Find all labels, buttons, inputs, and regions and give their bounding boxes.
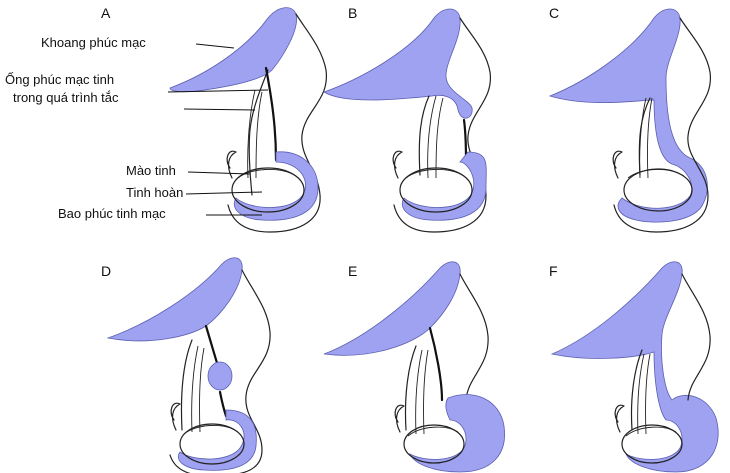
panel-f: F — [549, 261, 719, 473]
cord-outline-left — [404, 345, 417, 431]
processus-vaginalis-line — [264, 66, 278, 162]
epididymis-shape — [183, 425, 239, 435]
testis-shape — [621, 424, 683, 464]
testis-shape — [231, 167, 305, 213]
scrotum-outline — [613, 17, 711, 233]
label-processus-line1: Ống phúc mạc tinh — [5, 72, 114, 87]
processus-vaginalis-line — [462, 118, 468, 162]
testis-shape — [623, 168, 693, 212]
panel-c: C — [548, 5, 711, 233]
tail-curl — [170, 402, 181, 431]
testis-shape — [403, 424, 465, 464]
panel-letter-b: B — [348, 5, 357, 21]
cord-outline-left — [248, 69, 269, 196]
peritoneal-cavity-shape — [106, 257, 243, 342]
panel-letter-c: C — [549, 5, 559, 21]
label-tunica: Bao phúc tinh mạc — [58, 206, 166, 221]
panel-letter-d: D — [101, 263, 111, 279]
panel-letter-a: A — [101, 5, 111, 21]
epididymis-shape — [407, 426, 459, 437]
epididymis-shape — [625, 426, 677, 437]
panel-d: D — [101, 257, 271, 473]
panel-a: A — [101, 5, 327, 233]
vas-line-1 — [191, 345, 199, 433]
testis-shape — [399, 167, 473, 213]
tail-curl — [226, 150, 237, 179]
tunica-vaginalis-shape — [178, 409, 257, 471]
tail-curl — [612, 150, 623, 179]
label-peritoneal-cavity: Khoang phúc mạc — [41, 35, 146, 50]
vas-line-2 — [255, 91, 263, 179]
peritoneal-cavity-shape — [550, 261, 719, 473]
labels-group: Khoang phúc mạc Ống phúc mạc tinh trong … — [5, 35, 269, 221]
tunica-vaginalis-shape — [402, 151, 487, 221]
vas-line-2 — [645, 353, 651, 435]
cord-outline-left — [630, 349, 643, 431]
leader-processus — [167, 89, 269, 93]
tail-curl — [394, 404, 405, 433]
cord-outline-left — [418, 95, 430, 176]
scrotum-outline — [459, 273, 489, 401]
label-processus-line2: trong quá trình tắc — [13, 90, 119, 105]
peritoneal-cavity-shape — [169, 7, 297, 93]
tunica-vaginalis-shape — [234, 151, 319, 221]
tail-curl — [392, 150, 403, 179]
peritoneal-cavity-shape — [323, 261, 461, 356]
leader-peritoneal-cavity — [195, 43, 235, 49]
epididymis-shape — [405, 168, 465, 179]
vas-line-2 — [199, 347, 205, 433]
vas-line-1 — [247, 89, 256, 179]
vas-line-1 — [415, 349, 423, 435]
vas-line-1 — [427, 95, 437, 179]
vas-line-1 — [637, 353, 645, 435]
cord-outline-left — [180, 339, 193, 431]
panel-b: B — [323, 5, 491, 233]
label-testis: Tinh hoàn — [126, 185, 183, 200]
vas-line-2 — [423, 349, 429, 435]
epididymis-shape — [237, 168, 297, 179]
vas-line-2 — [435, 97, 444, 179]
cord-outline-left — [638, 97, 651, 176]
peritoneal-cavity-shape — [323, 8, 473, 119]
tail-curl — [614, 404, 625, 433]
scrotum-outline — [227, 13, 327, 233]
peritoneal-cavity-shape — [548, 8, 708, 223]
epididymis-shape — [627, 169, 685, 179]
panel-letter-e: E — [348, 263, 357, 279]
vas-line-1 — [639, 97, 647, 179]
panel-e: E — [323, 261, 506, 473]
processus-vaginalis-line — [428, 326, 444, 402]
leader-testis — [185, 191, 263, 195]
testis-shape — [179, 423, 245, 465]
leader-processus-2 — [183, 108, 256, 111]
scrotum-outline — [681, 273, 711, 401]
leader-epididymis — [187, 171, 251, 175]
label-epididymis: Mào tinh — [126, 163, 176, 178]
hydrocele-cyst — [207, 361, 233, 391]
vas-line-2 — [647, 97, 653, 179]
panel-letter-f: F — [549, 263, 558, 279]
